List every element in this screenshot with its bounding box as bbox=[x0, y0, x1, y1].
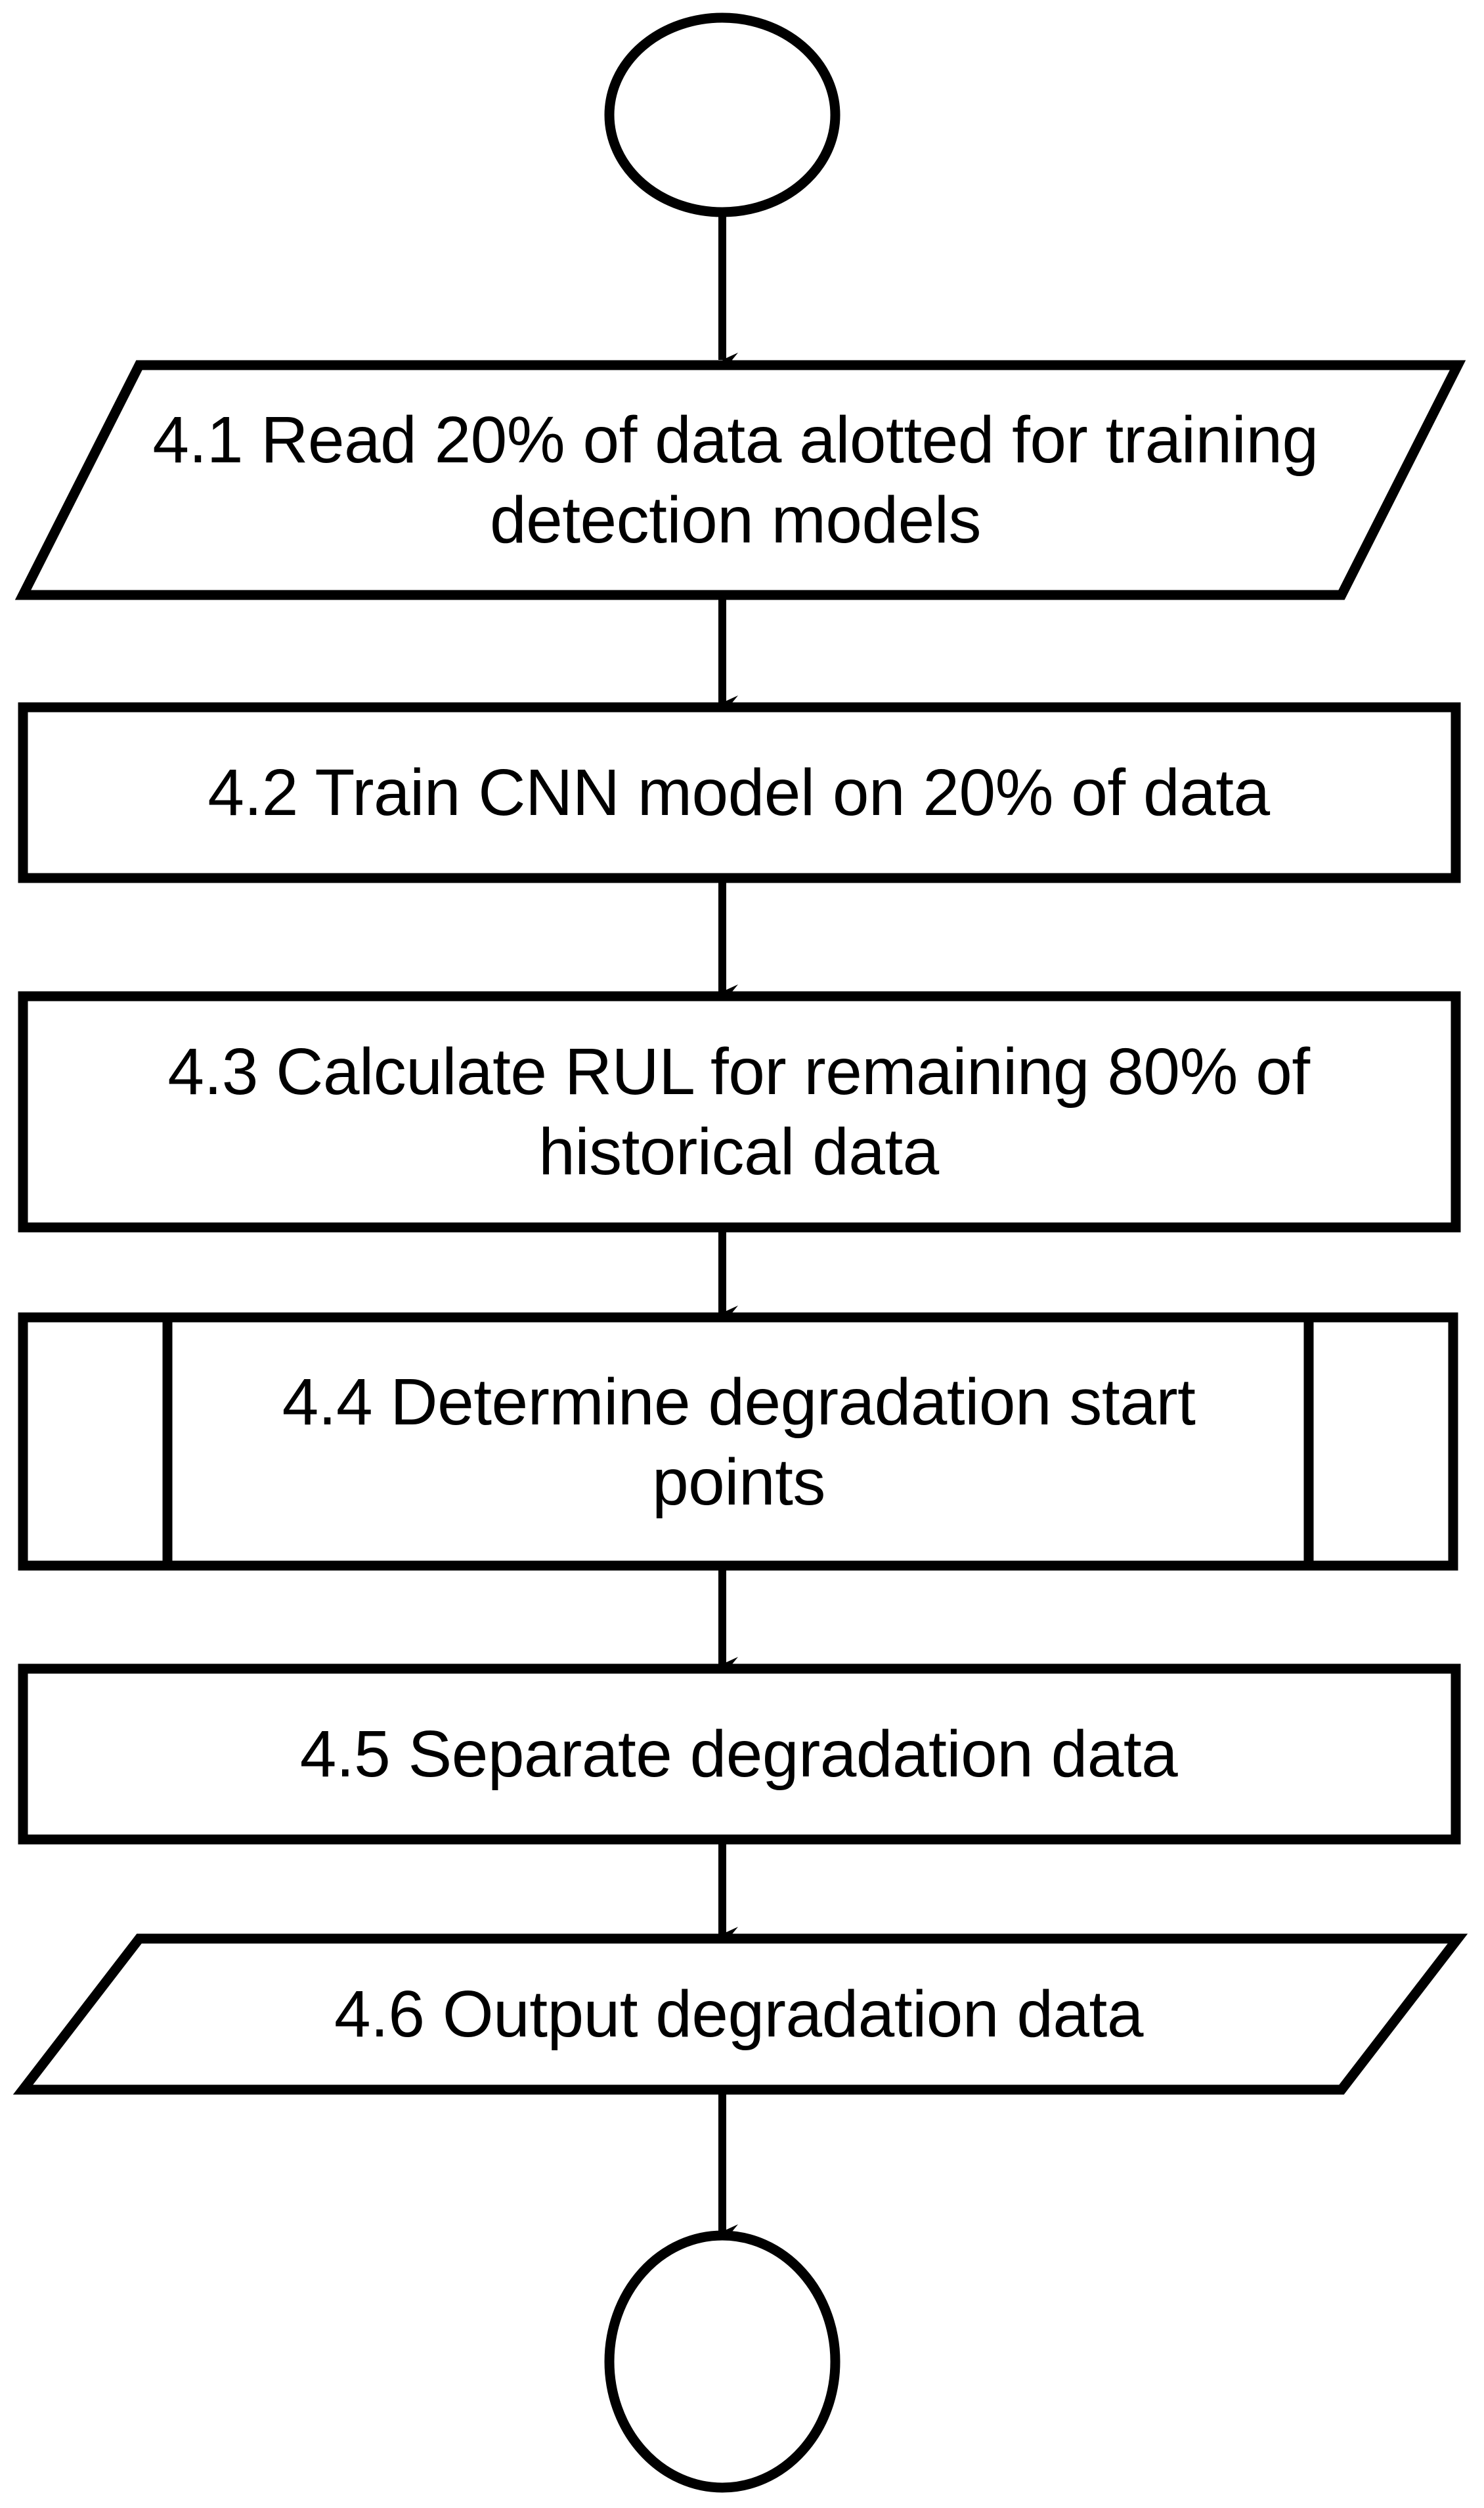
node-start[interactable] bbox=[604, 12, 840, 217]
node-4-1[interactable] bbox=[14, 360, 1466, 600]
node-4-4[interactable] bbox=[18, 1312, 1458, 1571]
node-4-3[interactable] bbox=[18, 991, 1461, 1233]
node-4-2[interactable] bbox=[18, 702, 1461, 883]
node-4-6[interactable] bbox=[12, 1933, 1468, 2095]
node-4-5[interactable] bbox=[18, 1663, 1461, 1845]
node-end[interactable] bbox=[604, 2230, 840, 2493]
